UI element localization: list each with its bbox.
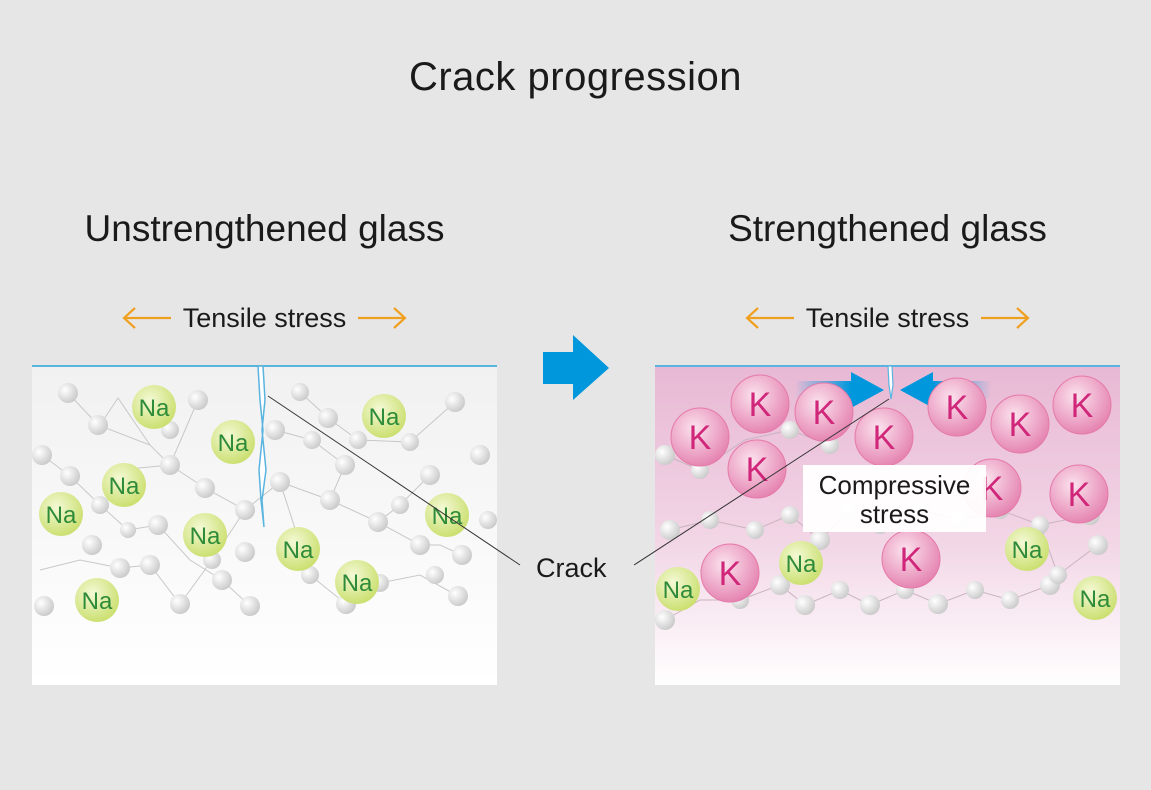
left-arrow-icon	[900, 372, 933, 408]
tensile-stress-right: Tensile stress	[655, 298, 1120, 338]
tensile-stress-label: Tensile stress	[182, 302, 347, 333]
svg-text:Na: Na	[46, 502, 77, 529]
k-ion: K	[854, 407, 914, 467]
diagram-title: Crack progression	[408, 55, 743, 99]
svg-text:Na: Na	[1012, 537, 1043, 564]
svg-text:K: K	[873, 419, 896, 457]
svg-text:Na: Na	[342, 570, 373, 597]
k-ion: K	[730, 374, 790, 434]
svg-text:Na: Na	[283, 537, 314, 564]
na-ion: Na	[183, 513, 227, 557]
k-ion: K	[670, 407, 730, 467]
svg-text:Na: Na	[1080, 586, 1111, 613]
k-ion: K	[1049, 464, 1109, 524]
crack-leader-line	[633, 398, 890, 566]
svg-text:Na: Na	[82, 588, 113, 615]
svg-text:Na: Na	[786, 551, 817, 578]
crack-label: Crack	[536, 553, 607, 583]
svg-text:Na: Na	[369, 404, 400, 431]
na-ion: Na	[1073, 576, 1117, 620]
svg-text:K: K	[813, 394, 836, 432]
na-ion: Na	[362, 394, 406, 438]
svg-text:K: K	[946, 389, 969, 427]
svg-text:K: K	[749, 386, 772, 424]
na-ion: Na	[335, 560, 379, 604]
svg-text:K: K	[746, 451, 769, 489]
right-arrow-icon	[851, 372, 884, 408]
na-ion: Na	[656, 567, 700, 611]
svg-text:Na: Na	[190, 523, 221, 550]
shallow-crack	[887, 365, 894, 400]
compressive-line1: Compressive	[818, 470, 971, 500]
na-ion: Na	[276, 527, 320, 571]
right-arrow-icon	[981, 307, 1030, 329]
left-arrow-icon	[122, 307, 171, 329]
strengthened-heading: Strengthened glass	[728, 208, 1047, 249]
svg-text:Na: Na	[109, 473, 140, 500]
na-ion: Na	[1005, 527, 1049, 571]
svg-text:K: K	[689, 419, 712, 457]
k-ion: K	[794, 382, 854, 442]
svg-text:K: K	[719, 555, 742, 593]
right-arrow-icon	[543, 335, 609, 400]
na-ion: Na	[39, 492, 83, 536]
svg-text:Na: Na	[218, 430, 249, 457]
crack-leader-line	[267, 395, 521, 566]
right-arrow-icon	[358, 307, 407, 329]
left-arrow-icon	[745, 307, 794, 329]
unstrengthened-glass-panel: Na Na Na Na Na Na Na Na Na Na	[32, 365, 497, 685]
k-ion: K	[927, 377, 987, 437]
svg-text:Na: Na	[663, 577, 694, 604]
svg-text:K: K	[1009, 406, 1032, 444]
svg-text:K: K	[1071, 387, 1094, 425]
k-ion: K	[881, 529, 941, 589]
svg-text:K: K	[981, 470, 1004, 508]
deep-crack	[257, 365, 267, 528]
na-ion: Na	[132, 385, 176, 429]
compressive-stress-label: Compressive stress	[803, 465, 986, 532]
unstrengthened-heading: Unstrengthened glass	[84, 208, 445, 249]
na-ion: Na	[75, 578, 119, 622]
k-ion: K	[990, 394, 1050, 454]
k-ion: K	[1052, 375, 1112, 435]
k-ion: K	[727, 439, 787, 499]
k-ion: K	[700, 543, 760, 603]
tensile-stress-left: Tensile stress	[32, 298, 497, 338]
tensile-stress-label: Tensile stress	[805, 302, 970, 333]
svg-text:K: K	[900, 541, 923, 579]
na-ion: Na	[211, 420, 255, 464]
compressive-line2: stress	[859, 499, 930, 529]
na-ion: Na	[102, 463, 146, 507]
na-ion: Na	[425, 493, 469, 537]
svg-text:K: K	[1068, 476, 1091, 514]
svg-text:Na: Na	[139, 395, 170, 422]
na-ion: Na	[779, 541, 823, 585]
